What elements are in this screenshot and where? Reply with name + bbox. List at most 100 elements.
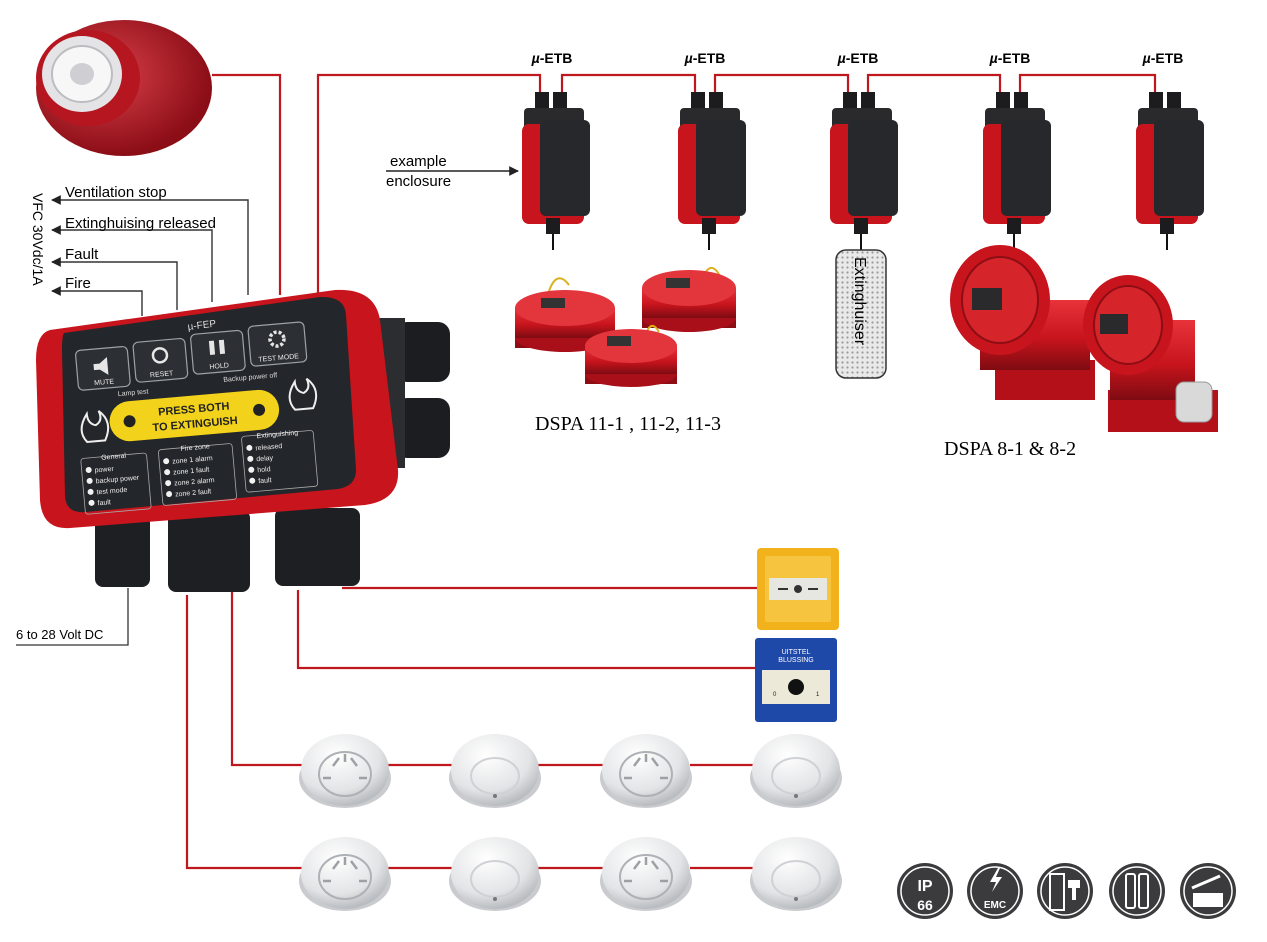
blue-box-wire <box>296 590 757 670</box>
hold-button[interactable]: HOLD <box>190 329 246 375</box>
relay-rating-label: VFC 30Vdc/1A <box>30 193 46 286</box>
relay-outputs <box>51 195 249 316</box>
lamp-test-label: Lamp test <box>118 388 149 398</box>
backup-power-off-label: Backup power off <box>223 372 277 384</box>
indicator-ext-fault: fault <box>258 477 272 485</box>
etb-label: µ-ETB <box>989 50 1031 66</box>
mute-button[interactable]: MUTE <box>75 345 131 391</box>
fire-zone-indicator-group: Fire zone zone 1 alarm zone 1 fault zone… <box>158 443 237 506</box>
indicator-delay: delay <box>256 455 274 463</box>
dspa-11-generators <box>515 267 736 387</box>
extinguishing-indicator-group: Extinguishing released delay hold fault <box>241 430 319 493</box>
etb-label: µ-ETB <box>684 50 726 66</box>
certification-icons: IP 66 EMC <box>897 863 1236 919</box>
blue-box-left: 0 <box>773 692 777 698</box>
relay-output-fault: Fault <box>65 246 99 263</box>
speaker-muted-icon <box>93 356 109 375</box>
detector-zone1-wire <box>230 590 302 767</box>
ip66-icon: IP 66 <box>897 863 953 919</box>
detector-row-2 <box>299 837 842 911</box>
heat-detector <box>750 837 842 911</box>
sounder-wire <box>212 73 282 295</box>
dspa-11-label: DSPA 11-1 , 11-2, 11-3 <box>535 413 721 435</box>
indicator-zone2-fault: zone 2 fault <box>175 488 212 498</box>
extinguishing-group-title: Extinguishing <box>256 430 298 441</box>
blue-box-line2: BLUSSING <box>778 657 813 664</box>
ip-text: IP <box>917 878 932 895</box>
etb-suffix: -ETB <box>693 50 726 66</box>
emc-icon: EMC <box>967 863 1023 919</box>
general-indicator-group: General power backup power test mode fau… <box>80 453 152 515</box>
etb-label: µ-ETB <box>531 50 573 66</box>
power-lead <box>16 588 129 646</box>
ip-rating-text: 66 <box>917 897 933 913</box>
flame-icon <box>80 410 110 444</box>
etb-module-3 <box>830 92 898 250</box>
etb-suffix: -ETB <box>846 50 879 66</box>
svg-text:µ-ETB: µ-ETB <box>531 50 573 66</box>
gear-icon <box>268 330 286 348</box>
etb-module-4 <box>983 92 1051 250</box>
heat-detector <box>449 837 541 911</box>
hold-button-label: HOLD <box>209 362 229 371</box>
extinguiser-capsule: Extinghuiser <box>835 249 887 379</box>
svg-text:µ-ETB: µ-ETB <box>684 50 726 66</box>
general-group-title: General <box>101 453 127 462</box>
etb-prefix: µ <box>989 50 998 66</box>
heat-detector <box>449 734 541 808</box>
etb-link-4-5 <box>1018 73 1157 95</box>
detector-row-1 <box>299 734 842 808</box>
enclosure-note-line1: example <box>390 153 447 170</box>
reset-button[interactable]: RESET <box>132 337 189 383</box>
reset-icon <box>151 347 169 364</box>
relay-output-extinguishing-released: Extinghuising released <box>65 215 216 232</box>
emc-text: EMC <box>984 900 1006 911</box>
door-drill-icon <box>1037 863 1093 919</box>
indicator-hold: hold <box>257 466 271 474</box>
etb-suffix: -ETB <box>540 50 573 66</box>
svg-text:µ-ETB: µ-ETB <box>837 50 879 66</box>
wiring <box>185 73 1157 870</box>
control-panel: µ-FEP MUTE RESET HOLD TES <box>36 289 450 592</box>
indicator-zone1-alarm: zone 1 alarm <box>172 455 213 466</box>
fire-zone-group-title: Fire zone <box>180 443 210 453</box>
relay-output-ventilation-stop: Ventilation stop <box>65 184 167 201</box>
extinguish-button-strip[interactable]: PRESS BOTH TO EXTINGUISH <box>108 388 281 443</box>
pause-icon <box>208 340 216 355</box>
indicator-released: released <box>255 443 282 452</box>
blue-box-right: 1 <box>816 692 820 698</box>
indicator-backup-power: backup power <box>95 475 140 486</box>
battery-icon <box>1109 863 1165 919</box>
etb-module-2 <box>678 92 746 250</box>
etb-module-5 <box>1136 92 1204 250</box>
dspa-8-generators <box>950 245 1218 432</box>
etb-prefix: µ <box>684 50 693 66</box>
svg-text:µ-ETB: µ-ETB <box>989 50 1031 66</box>
smoke-detector <box>600 734 692 808</box>
etb-link-3-4 <box>866 73 1002 95</box>
panel-model-label: µ-FEP <box>187 319 217 333</box>
etb-module-1 <box>522 92 590 250</box>
etb-prefix: µ <box>837 50 846 66</box>
indicator-fault: fault <box>97 499 111 507</box>
indicator-zone1-fault: zone 1 fault <box>173 466 210 476</box>
heat-detector <box>750 734 842 808</box>
etb-prefix: µ <box>1142 50 1151 66</box>
etb-prefix: µ <box>531 50 540 66</box>
smoke-detector <box>600 837 692 911</box>
indicator-power: power <box>94 466 114 475</box>
mute-button-label: MUTE <box>94 378 115 387</box>
test-mode-button[interactable]: TEST MODE <box>247 321 308 367</box>
blue-box-line1: UITSTEL <box>782 649 811 656</box>
hold-release-blue-box: UITSTEL BLUSSING 0 1 <box>755 638 837 722</box>
power-supply-label: 6 to 28 Volt DC <box>16 627 103 642</box>
bottom-cable-glands <box>95 508 360 592</box>
flame-icon <box>288 377 318 411</box>
etb-link-1-2 <box>560 73 697 95</box>
detector-zone2-wire <box>185 595 302 870</box>
indicator-test-mode: test mode <box>96 487 127 497</box>
box-lid-icon <box>1180 863 1236 919</box>
etb-label: µ-ETB <box>1142 50 1184 66</box>
extinguiser-label: Extinghuiser <box>851 257 868 346</box>
